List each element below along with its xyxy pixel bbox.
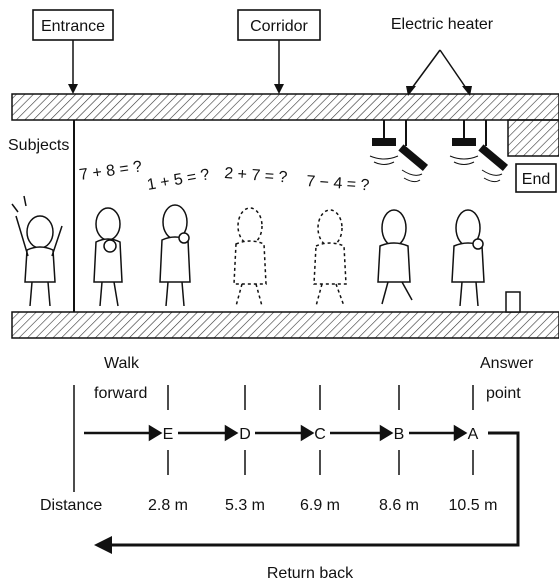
walk-forward-label-2: forward xyxy=(94,385,147,402)
walk-forward-label-1: Walk xyxy=(104,355,140,372)
distance-e: 2.8 m xyxy=(148,497,188,514)
person-icon-5 xyxy=(377,209,413,305)
subjects-label: Subjects xyxy=(8,137,69,154)
person-icon-subject xyxy=(11,195,63,307)
question-1: 7 + 8 = ? xyxy=(78,158,143,184)
answer-point-label-2: point xyxy=(486,385,521,402)
corridor-arrow-icon xyxy=(274,84,284,94)
point-e-label: E xyxy=(163,426,174,443)
distance-label: Distance xyxy=(40,497,102,514)
entrance-label: Entrance xyxy=(41,18,105,35)
point-a-label: A xyxy=(468,426,479,443)
return-arrow-icon xyxy=(94,536,112,554)
person-icon-3-dashed xyxy=(233,207,267,307)
question-2: 1 + 5 = ? xyxy=(146,166,211,194)
ceiling-wall xyxy=(11,93,559,121)
entrance-arrow-icon xyxy=(68,84,78,94)
electric-heater-label: Electric heater xyxy=(391,16,494,33)
end-label: End xyxy=(522,171,550,188)
corridor-label: Corridor xyxy=(250,18,308,35)
question-3: 2 + 7 = ? xyxy=(224,165,288,186)
distance-c: 6.9 m xyxy=(300,497,340,514)
return-back-label: Return back xyxy=(267,565,354,582)
point-b-label: B xyxy=(394,426,405,443)
people xyxy=(11,195,485,307)
corridor-box xyxy=(237,9,321,41)
distance-d: 5.3 m xyxy=(225,497,265,514)
person-icon-4-dashed xyxy=(313,209,347,307)
corridor-label-group: Corridor xyxy=(237,9,321,94)
heater-icon xyxy=(369,120,429,183)
answer-point-label-1: Answer xyxy=(480,355,534,372)
point-d-label: D xyxy=(239,426,251,443)
person-icon-1 xyxy=(93,207,123,307)
distance-a: 10.5 m xyxy=(449,497,498,514)
questions: 7 + 8 = ? 1 + 5 = ? 2 + 7 = ? 7 − 4 = ? xyxy=(78,158,370,194)
floor-wall xyxy=(11,311,559,339)
distance-b: 8.6 m xyxy=(379,497,419,514)
end-step xyxy=(505,291,521,313)
person-icon-6 xyxy=(451,209,485,307)
return-path xyxy=(110,431,520,547)
heater-label-group: Electric heater xyxy=(391,16,494,96)
question-4: 7 − 4 = ? xyxy=(306,173,370,194)
heater-icon-2 xyxy=(449,120,509,183)
entrance-label-group: Entrance xyxy=(32,9,114,94)
corridor-walls xyxy=(11,93,559,339)
point-c-label: C xyxy=(314,426,326,443)
end-box xyxy=(515,163,557,193)
distance-diagram: Walk forward Answer point E D C B A Dist xyxy=(40,355,534,582)
person-icon-2 xyxy=(159,204,191,307)
